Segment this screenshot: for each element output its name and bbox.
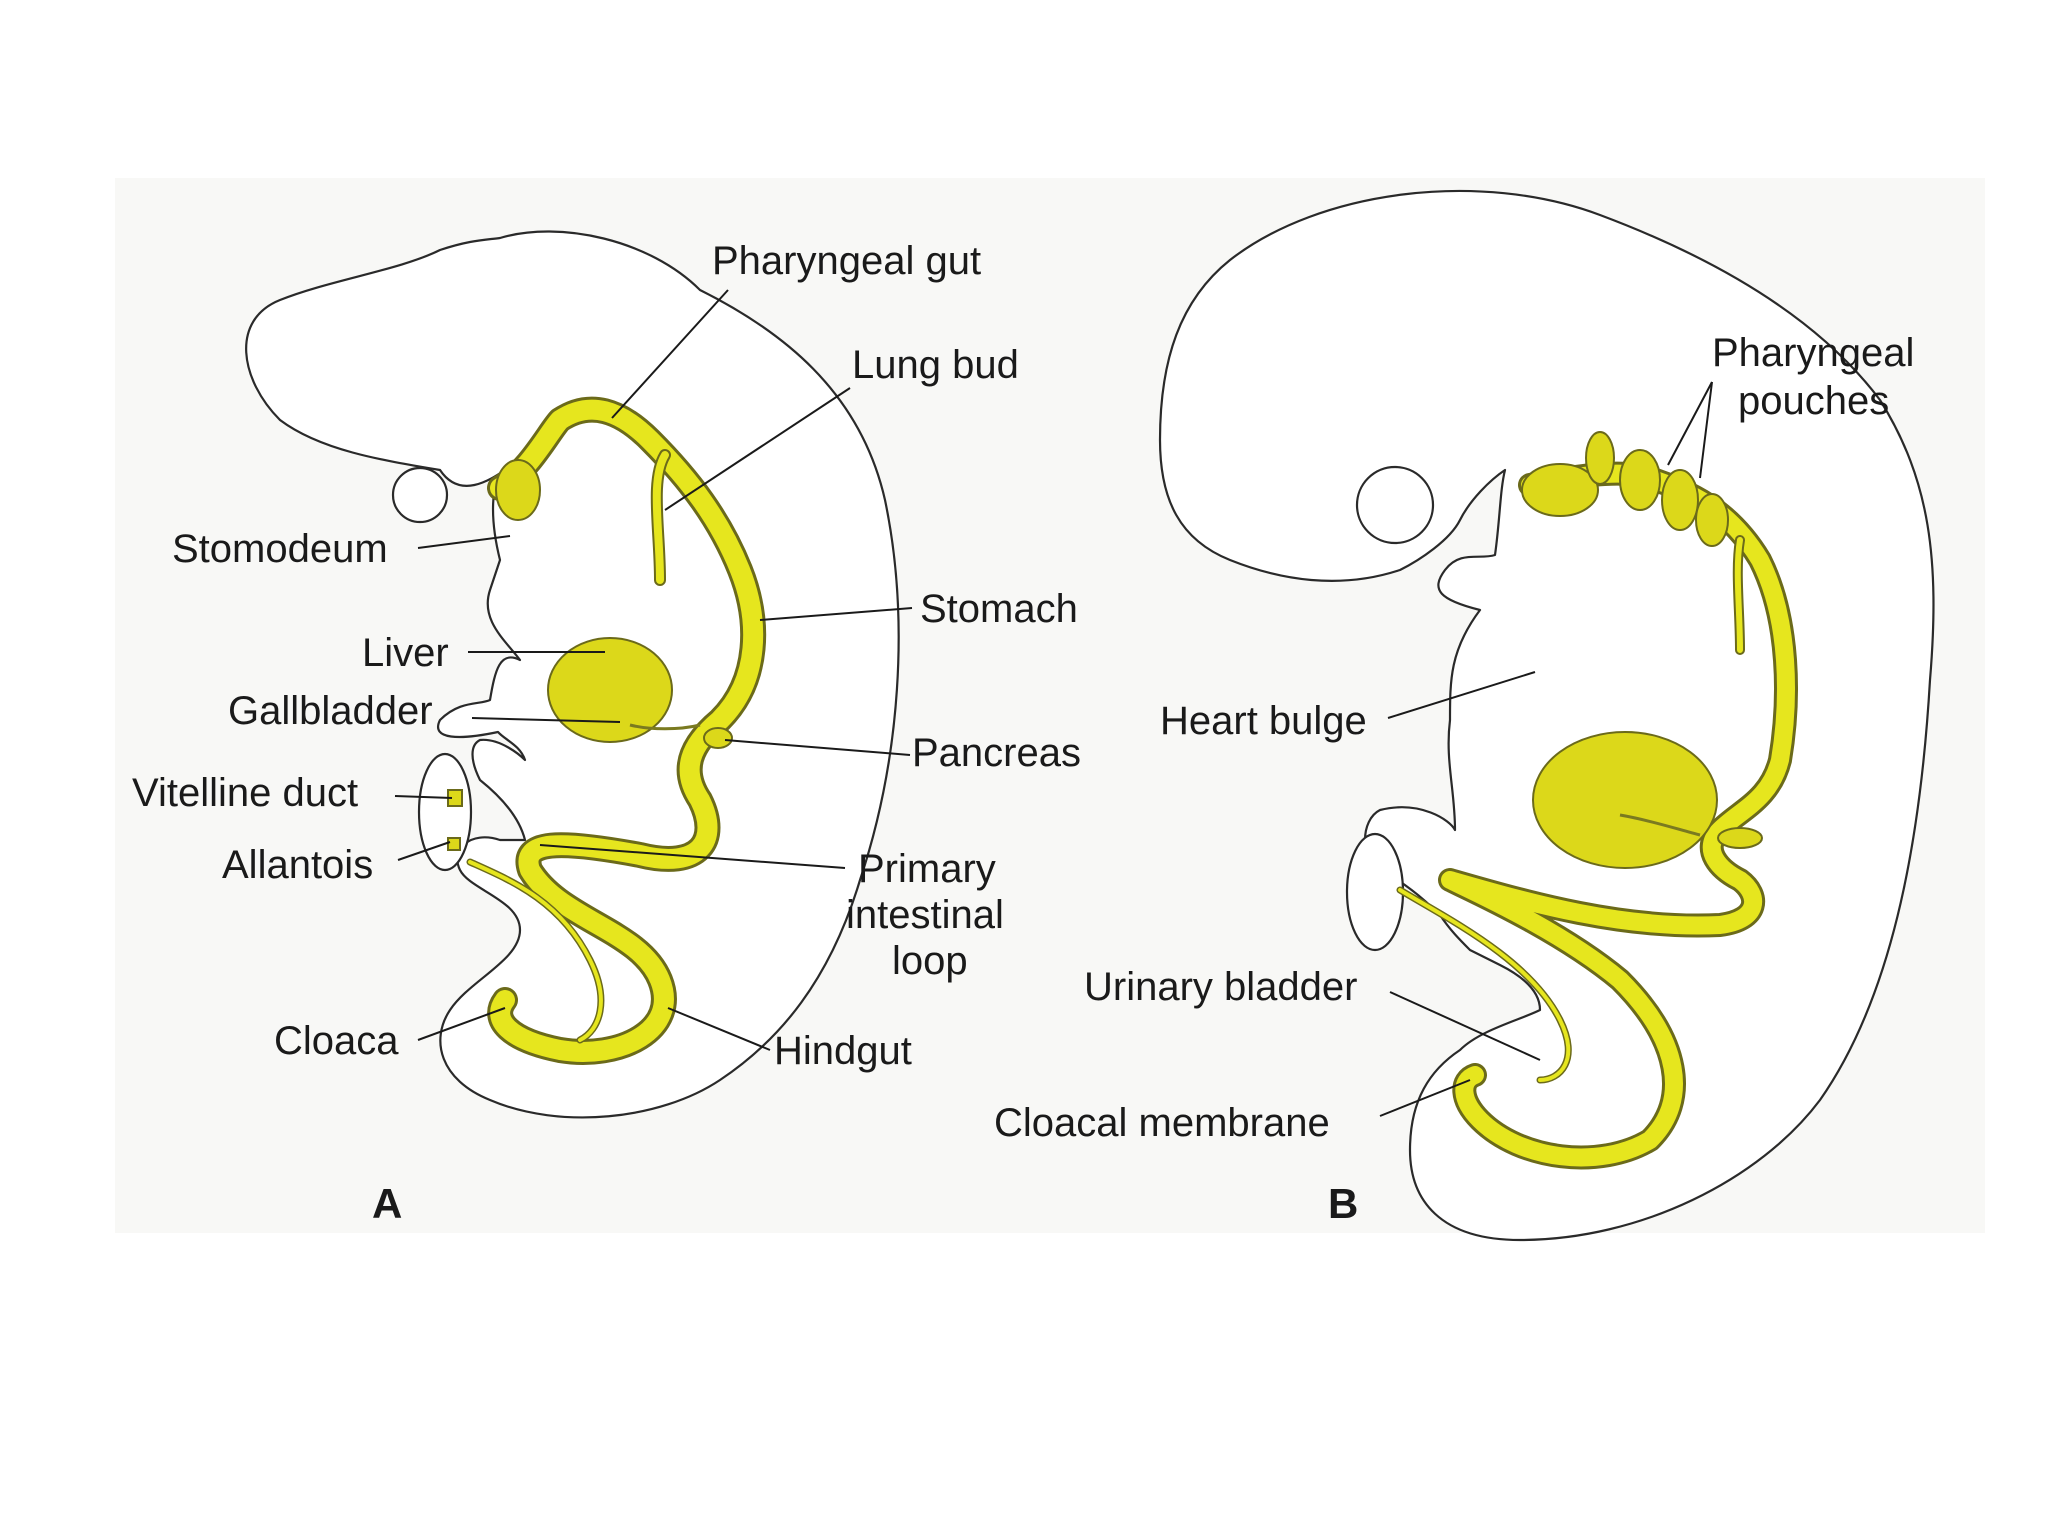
label-heart-bulge: Heart bulge <box>1160 699 1367 743</box>
pharyngeal-pouch-2 <box>1619 449 1661 511</box>
liver-a <box>547 637 673 743</box>
leader-pancreas <box>724 739 911 756</box>
label-cloaca: Cloaca <box>274 1019 399 1063</box>
label-pharyngeal-pouches-1: Pharyngeal <box>1712 331 1914 375</box>
pharyngeal-pouch-3 <box>1661 469 1699 531</box>
label-cloacal-membrane: Cloacal membrane <box>994 1101 1330 1145</box>
label-gallbladder: Gallbladder <box>228 689 433 733</box>
leader-pharyngeal-pouches-2 <box>1699 381 1713 479</box>
label-hindgut: Hindgut <box>774 1029 912 1073</box>
leader-pharyngeal-gut <box>611 289 729 419</box>
panel-letter-b: B <box>1328 1180 1358 1227</box>
label-urinary-bladder: Urinary bladder <box>1084 965 1357 1009</box>
pharyngeal-pouch-4 <box>1695 493 1729 547</box>
label-primary-intestinal-loop-3: loop <box>892 939 968 983</box>
leader-cloacal-membrane <box>1379 1079 1471 1117</box>
label-primary-intestinal-loop-1: Primary <box>858 847 996 891</box>
leader-stomach <box>759 607 913 621</box>
label-vitelline-duct: Vitelline duct <box>132 771 358 815</box>
panel-letter-a: A <box>372 1180 402 1227</box>
pancreas-b <box>1717 827 1763 849</box>
eye-a <box>391 466 449 524</box>
label-allantois: Allantois <box>222 843 373 887</box>
label-pharyngeal-pouches-2: pouches <box>1738 379 1889 423</box>
leader-primary-intestinal-loop <box>539 844 846 869</box>
label-primary-intestinal-loop-2: intestinal <box>846 893 1004 937</box>
allantois-stump-a <box>447 837 461 851</box>
leader-stomodeum <box>417 535 511 549</box>
label-lung-bud: Lung bud <box>852 343 1019 387</box>
leader-lung-bud <box>664 387 851 511</box>
label-pharyngeal-gut: Pharyngeal gut <box>712 239 981 283</box>
gut-tube-a <box>447 396 767 1065</box>
panel-b: Pharyngeal pouches Heart bulge Urinary b… <box>994 189 1935 1242</box>
umbilical-cut-a <box>417 752 473 872</box>
label-liver: Liver <box>362 631 449 675</box>
leader-vitelline-duct <box>394 795 453 799</box>
pharyngeal-pouch-1 <box>1585 431 1615 485</box>
leader-cloaca <box>417 1007 506 1041</box>
label-stomodeum: Stomodeum <box>172 527 388 571</box>
label-stomach: Stomach <box>920 587 1078 631</box>
leader-allantois <box>397 841 451 861</box>
gut-tube-b <box>1396 431 1798 1170</box>
leader-pharyngeal-pouches <box>1667 381 1713 466</box>
umbilical-cut-b <box>1345 832 1405 952</box>
leader-urinary-bladder <box>1389 991 1541 1061</box>
panel-a: Pharyngeal gut Lung bud Stomodeum Stomac… <box>132 230 1081 1227</box>
label-pancreas: Pancreas <box>912 731 1081 775</box>
leader-gallbladder <box>471 717 621 723</box>
leader-heart-bulge <box>1387 671 1536 719</box>
stomodeum-membrane-a <box>495 459 541 521</box>
leader-hindgut <box>667 1007 771 1051</box>
liver-b <box>1532 731 1718 869</box>
pancreas-a <box>703 727 733 749</box>
stomodeum-membrane-b <box>1521 463 1599 517</box>
embryo-b-outline <box>1158 189 1935 1242</box>
eye-b <box>1355 465 1435 545</box>
